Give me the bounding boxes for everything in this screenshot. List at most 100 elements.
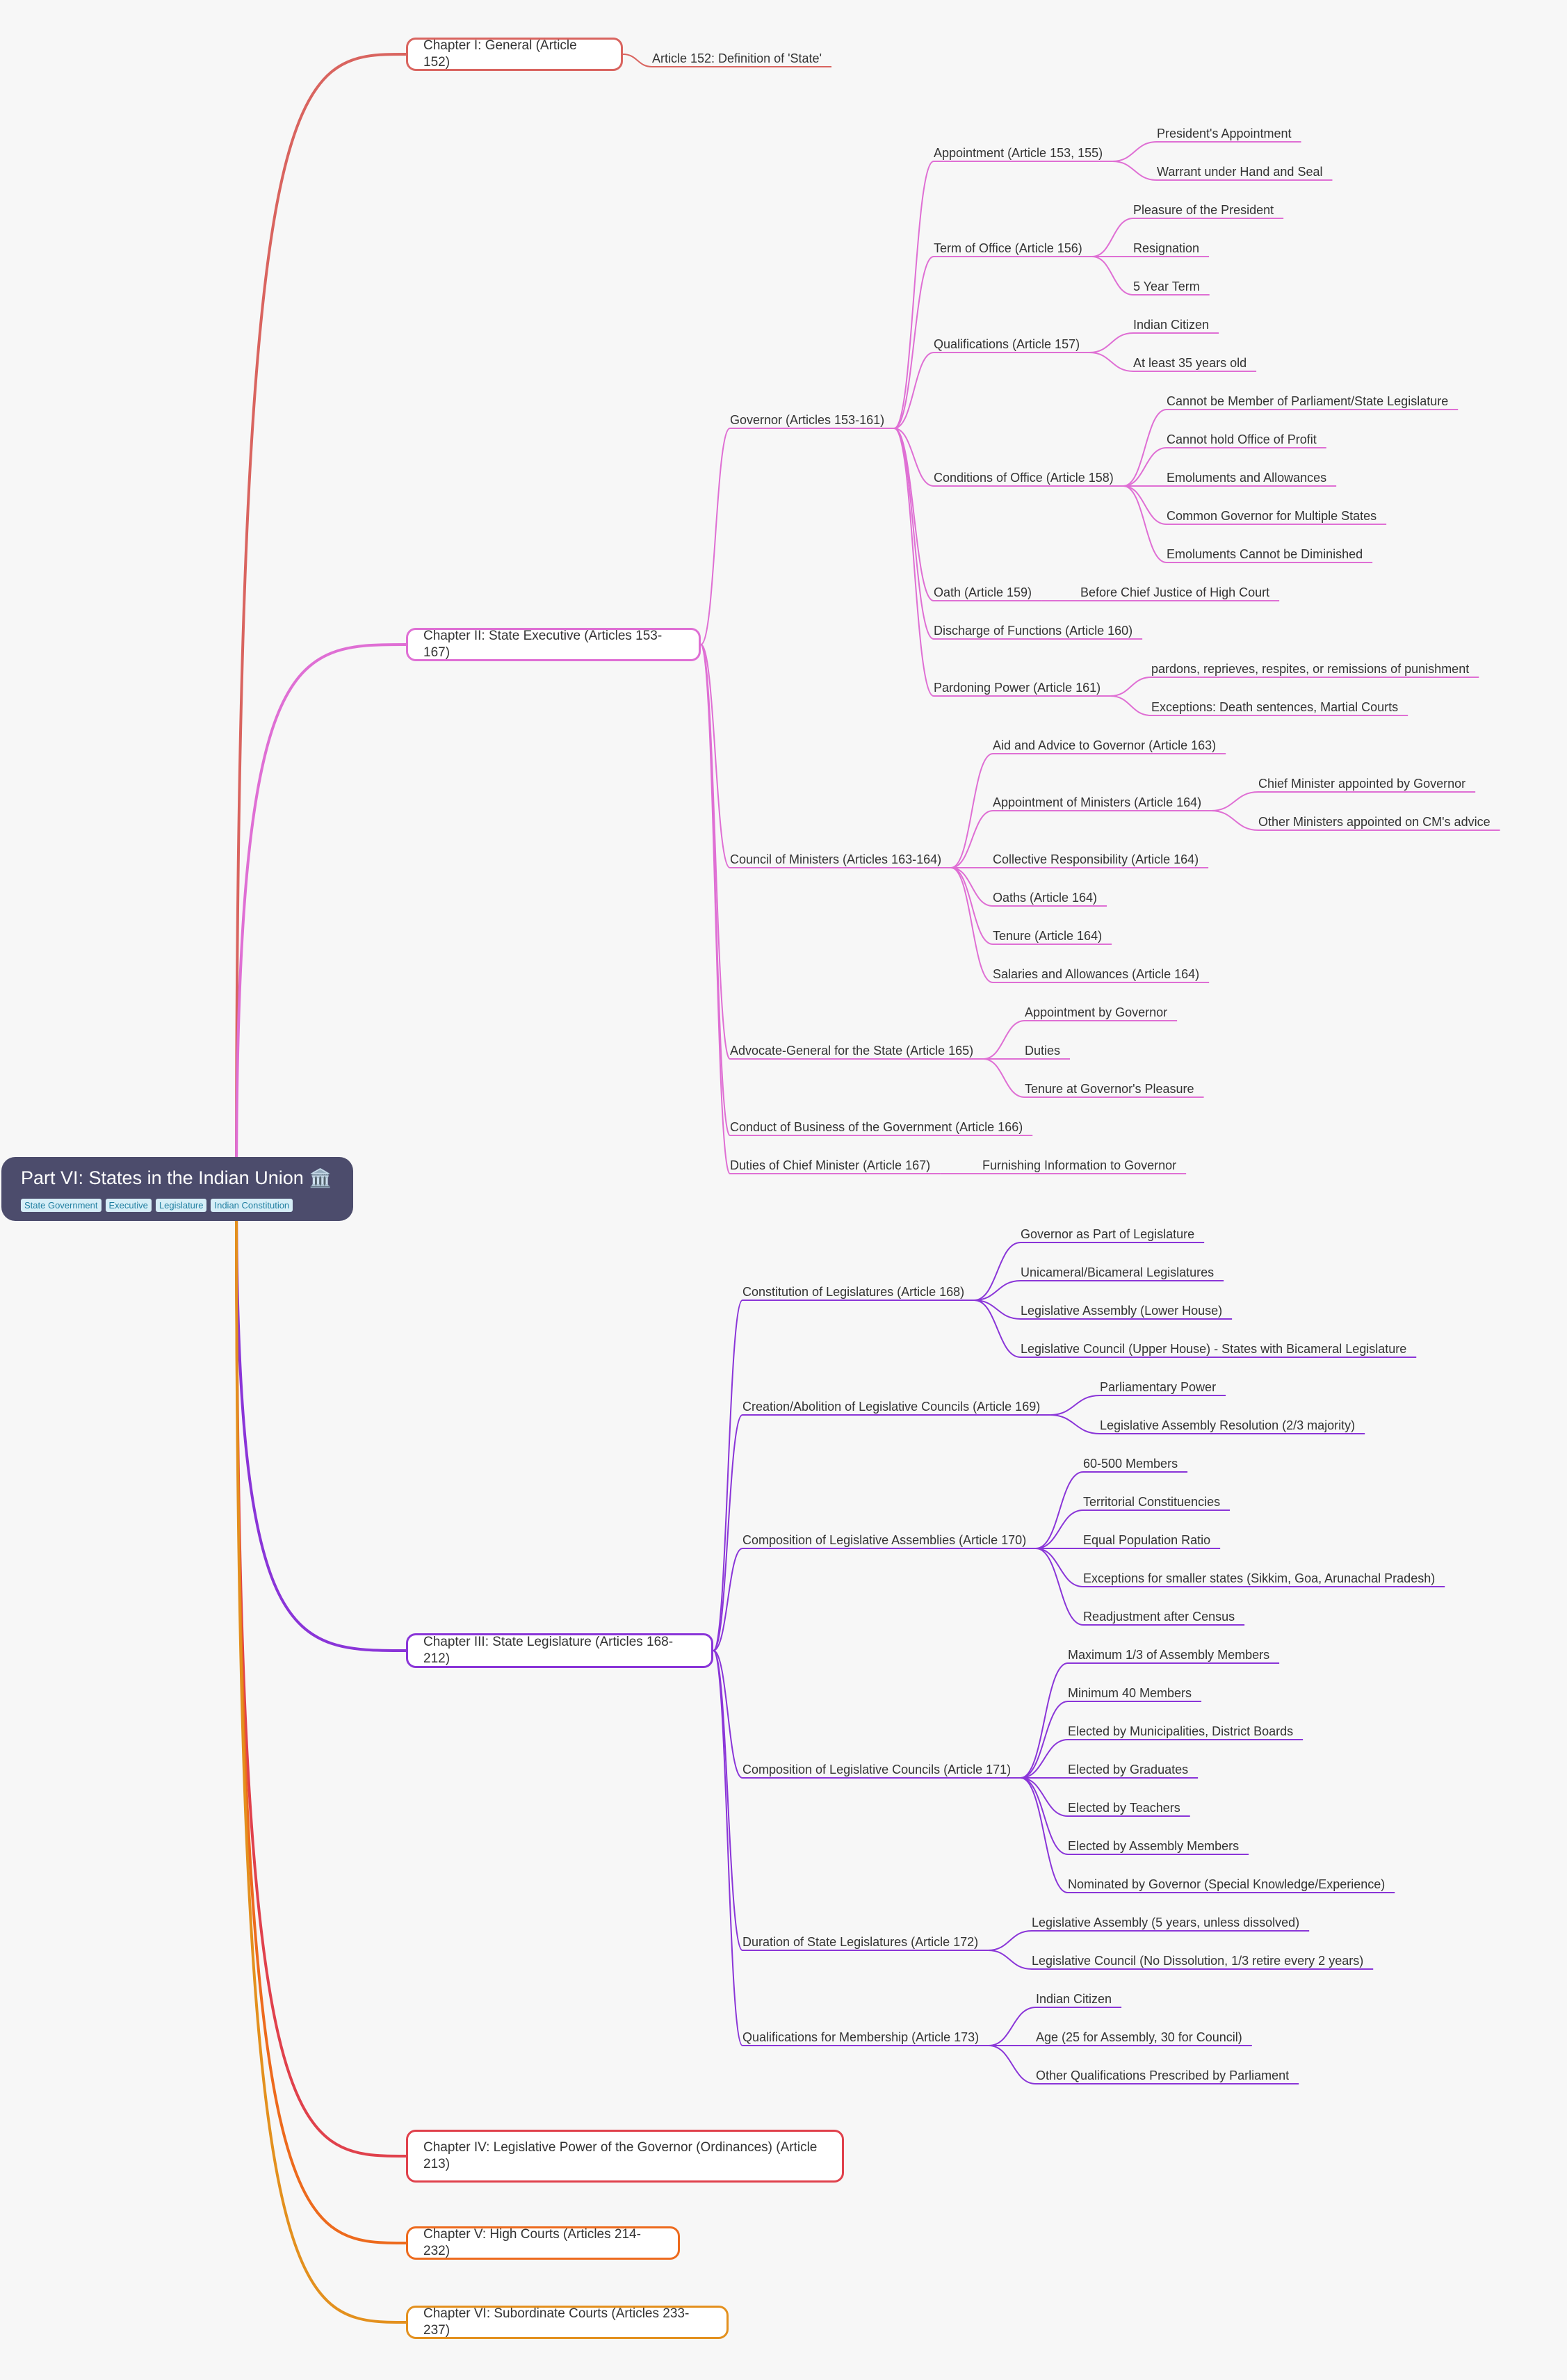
wire-assembly-resolution [1050,1414,1101,1434]
composition-assemblies[interactable]: Composition of Legislative Assemblies (A… [742,1533,1027,1547]
wire-members-60-500 [1036,1471,1084,1549]
max-one-third[interactable]: Maximum 1/3 of Assembly Members [1068,1648,1270,1662]
appointment-of-ministers[interactable]: Appointment of Ministers (Article 164) [993,795,1202,809]
collective-responsibility[interactable]: Collective Responsibility (Article 164) [993,852,1199,866]
equal-population-ratio[interactable]: Equal Population Ratio [1083,1533,1211,1547]
ministers-salaries[interactable]: Salaries and Allowances (Article 164) [993,967,1200,981]
wire-parliamentary-power [1050,1395,1101,1416]
tag-legislature[interactable]: Legislature [155,1199,207,1212]
wire-qualifications-membership [713,1650,743,2046]
indian-citizen-member[interactable]: Indian Citizen [1036,1992,1112,2006]
cannot-be-member[interactable]: Cannot be Member of Parliament/State Leg… [1167,394,1449,408]
governor-oath[interactable]: Oath (Article 159) [934,585,1032,599]
assembly-five-years[interactable]: Legislative Assembly (5 years, unless di… [1032,1916,1300,1929]
advocate-general-node[interactable]: Advocate-General for the State (Article … [730,1044,974,1058]
article-152-definition[interactable]: Article 152: Definition of 'State' [652,51,822,65]
common-governor[interactable]: Common Governor for Multiple States [1167,509,1377,523]
cannot-hold-office-of-profit[interactable]: Cannot hold Office of Profit [1167,432,1317,446]
governor-part-of-legislature[interactable]: Governor as Part of Legislature [1021,1227,1195,1241]
wire-min-40-members [1021,1701,1069,1779]
parliamentary-power[interactable]: Parliamentary Power [1100,1380,1217,1394]
tag-state-government[interactable]: State Government [21,1199,102,1212]
constitution-of-legislatures[interactable]: Constitution of Legislatures (Article 16… [742,1285,965,1299]
pardon-exceptions[interactable]: Exceptions: Death sentences, Martial Cou… [1151,700,1399,714]
conduct-of-business-node[interactable]: Conduct of Business of the Government (A… [730,1120,1023,1134]
legislative-assembly-lower[interactable]: Legislative Assembly (Lower House) [1021,1304,1223,1318]
at-least-35[interactable]: At least 35 years old [1133,356,1247,370]
root-node[interactable]: Part VI: States in the Indian Union 🏛️ S… [1,1157,353,1221]
elected-graduates[interactable]: Elected by Graduates [1068,1763,1189,1776]
other-qualifications[interactable]: Other Qualifications Prescribed by Parli… [1036,2069,1290,2082]
cm-appointed-by-governor[interactable]: Chief Minister appointed by Governor [1258,777,1466,791]
pardons-reprieves[interactable]: pardons, reprieves, respites, or remissi… [1151,662,1470,676]
chapter-1-node[interactable]: Chapter I: General (Article 152) [406,38,623,71]
chapter-6-label: Chapter VI: Subordinate Courts (Articles… [423,2306,690,2338]
furnishing-information[interactable]: Furnishing Information to Governor [982,1158,1177,1172]
unicameral-bicameral[interactable]: Unicameral/Bicameral Legislatures [1021,1265,1215,1279]
tag-indian-constitution[interactable]: Indian Constitution [211,1199,293,1212]
governor-discharge-of-functions[interactable]: Discharge of Functions (Article 160) [934,624,1133,638]
ministers-oaths[interactable]: Oaths (Article 164) [993,891,1098,905]
resignation[interactable]: Resignation [1133,241,1200,255]
governor-node[interactable]: Governor (Articles 153-161) [730,413,885,427]
creation-abolition-councils[interactable]: Creation/Abolition of Legislative Counci… [742,1400,1041,1414]
ag-appointment[interactable]: Appointment by Governor [1025,1005,1168,1019]
legislative-council-upper[interactable]: Legislative Council (Upper House) - Stat… [1021,1342,1407,1356]
members-60-500[interactable]: 60-500 Members [1083,1457,1178,1471]
ag-tenure[interactable]: Tenure at Governor's Pleasure [1025,1082,1194,1096]
chapter-5-node[interactable]: Chapter V: High Courts (Articles 214-232… [406,2226,680,2260]
territorial-constituencies[interactable]: Territorial Constituencies [1083,1495,1221,1509]
ag-duties[interactable]: Duties [1025,1044,1061,1058]
emoluments-allowances[interactable]: Emoluments and Allowances [1167,471,1327,485]
council-no-dissolution[interactable]: Legislative Council (No Dissolution, 1/3… [1032,1954,1364,1968]
other-ministers-cm-advice[interactable]: Other Ministers appointed on CM's advice [1258,815,1491,829]
governor-appointment[interactable]: Appointment (Article 153, 155) [934,146,1103,160]
wire-other-ministers-cm-advice [1211,810,1259,831]
pleasure-of-president[interactable]: Pleasure of the President [1133,203,1274,217]
nominated-by-governor[interactable]: Nominated by Governor (Special Knowledge… [1068,1877,1386,1891]
chapter-6-node[interactable]: Chapter VI: Subordinate Courts (Articles… [406,2306,729,2339]
duties-of-cm-node[interactable]: Duties of Chief Minister (Article 167) [730,1158,931,1172]
wire-cannot-be-member [1123,409,1167,487]
wire-at-least-35 [1089,352,1134,372]
wire-elected-teachers [1021,1777,1069,1817]
assembly-resolution[interactable]: Legislative Assembly Resolution (2/3 maj… [1100,1418,1356,1432]
wire-appointment-of-ministers [950,810,993,868]
governor-conditions-of-office[interactable]: Conditions of Office (Article 158) [934,471,1114,485]
elected-municipalities[interactable]: Elected by Municipalities, District Boar… [1068,1724,1294,1738]
wire-territorial-constituencies [1036,1509,1084,1549]
governor-term-of-office[interactable]: Term of Office (Article 156) [934,241,1082,255]
wire-governor-qualifications [893,352,934,429]
chapter-5-label: Chapter V: High Courts (Articles 214-232… [423,2227,641,2258]
chapter-2-node[interactable]: Chapter II: State Executive (Articles 15… [406,628,701,661]
five-year-term[interactable]: 5 Year Term [1133,280,1200,293]
min-40-members[interactable]: Minimum 40 Members [1068,1686,1192,1700]
age-requirement[interactable]: Age (25 for Assembly, 30 for Council) [1036,2030,1242,2044]
emoluments-not-diminished[interactable]: Emoluments Cannot be Diminished [1167,547,1363,561]
governor-qualifications[interactable]: Qualifications (Article 157) [934,337,1080,351]
indian-citizen-gov[interactable]: Indian Citizen [1133,318,1210,332]
tag-executive[interactable]: Executive [105,1199,152,1212]
elected-teachers[interactable]: Elected by Teachers [1068,1801,1180,1815]
aid-and-advice[interactable]: Aid and Advice to Governor (Article 163) [993,738,1217,752]
chapter-3-node[interactable]: Chapter III: State Legislature (Articles… [406,1633,713,1668]
qualifications-membership[interactable]: Qualifications for Membership (Article 1… [742,2030,980,2044]
wire-creation-abolition-councils [713,1414,743,1651]
wire-root-chapter-1-node [235,53,407,1190]
governor-pardoning-power[interactable]: Pardoning Power (Article 161) [934,681,1101,695]
wire-common-governor [1123,485,1167,525]
chapter-1-label: Chapter I: General (Article 152) [423,38,577,70]
elected-assembly-members[interactable]: Elected by Assembly Members [1068,1839,1240,1853]
composition-councils[interactable]: Composition of Legislative Councils (Art… [742,1763,1012,1776]
readjustment-after-census[interactable]: Readjustment after Census [1083,1610,1235,1624]
presidents-appointment[interactable]: President's Appointment [1157,127,1292,140]
warrant-hand-seal[interactable]: Warrant under Hand and Seal [1157,165,1323,179]
ministers-tenure[interactable]: Tenure (Article 164) [993,929,1103,943]
root-tags: State Government Executive Legislature I… [21,1199,353,1212]
before-chief-justice[interactable]: Before Chief Justice of High Court [1080,585,1270,599]
council-of-ministers-node[interactable]: Council of Ministers (Articles 163-164) [730,852,942,866]
duration-legislatures[interactable]: Duration of State Legislatures (Article … [742,1935,979,1949]
smaller-states-exceptions[interactable]: Exceptions for smaller states (Sikkim, G… [1083,1571,1436,1585]
root-title: Part VI: States in the Indian Union [21,1167,304,1188]
chapter-4-node[interactable]: Chapter IV: Legislative Power of the Gov… [406,2130,844,2183]
